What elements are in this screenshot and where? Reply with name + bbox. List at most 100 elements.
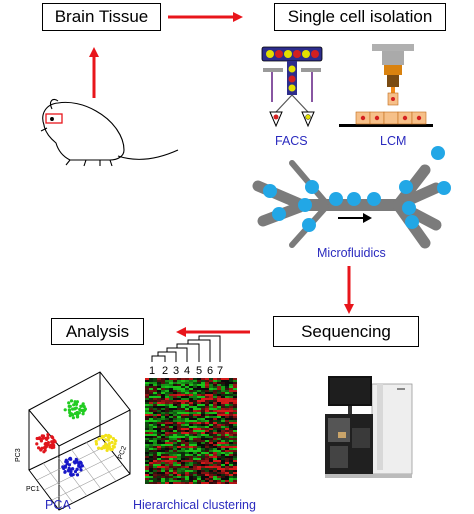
heatmap-cell [213, 478, 217, 480]
heatmap-cell [233, 438, 237, 440]
heatmap-cell [185, 436, 189, 438]
heatmap-cell [197, 420, 201, 422]
heatmap-cell [221, 456, 225, 458]
single-cell-isolation-label: Single cell isolation [287, 7, 433, 26]
heatmap-cell [205, 448, 209, 450]
heatmap-cell [197, 384, 201, 386]
heatmap-cell [157, 396, 161, 398]
heatmap-cell [233, 408, 237, 410]
heatmap-cell [229, 390, 233, 392]
heatmap-cell [165, 382, 169, 384]
heatmap-cell [197, 460, 201, 462]
heatmap-cell [173, 470, 177, 472]
heatmap-cell [221, 446, 225, 448]
heatmap-cell [149, 472, 153, 474]
heatmap-cell [193, 428, 197, 430]
heatmap-cell [233, 382, 237, 384]
heatmap-cell [233, 442, 237, 444]
facs-sorter-icon [261, 46, 323, 128]
heatmap-cell [185, 468, 189, 470]
heatmap-cell [185, 474, 189, 476]
heatmap-cell [157, 458, 161, 460]
heatmap-cell [205, 454, 209, 456]
heatmap-cell [197, 396, 201, 398]
heatmap-cell [153, 394, 157, 396]
heatmap-cell [149, 382, 153, 384]
heatmap-cell [157, 402, 161, 404]
heatmap-cell [193, 402, 197, 404]
heatmap-cell [217, 476, 221, 478]
heatmap-cell [221, 474, 225, 476]
heatmap-cell [185, 464, 189, 466]
heatmap-cell [197, 428, 201, 430]
heatmap-cell [153, 478, 157, 480]
heatmap-cell [161, 470, 165, 472]
pca-point [43, 448, 47, 452]
heatmap-cell [177, 408, 181, 410]
heatmap-cell [149, 396, 153, 398]
pca-point [41, 434, 46, 438]
heatmap-cell [197, 464, 201, 466]
heatmap-cell [233, 446, 237, 448]
heatmap-cell [161, 390, 165, 392]
heatmap-cell [165, 384, 169, 386]
microfluidics-label: Microfluidics [317, 246, 386, 260]
heatmap-cell [201, 410, 205, 412]
heatmap-cell [205, 402, 209, 404]
heatmap-cell [189, 440, 193, 442]
pca-point [67, 469, 71, 473]
heatmap-cell [177, 410, 181, 412]
heatmap-cell [225, 422, 229, 424]
pca-point [62, 466, 66, 471]
heatmap-cell [145, 480, 149, 482]
heatmap-cell [193, 472, 197, 474]
heatmap-cell [177, 386, 181, 388]
heatmap-cell [173, 474, 177, 476]
heatmap-cell [205, 386, 209, 388]
heatmap-cell [177, 378, 181, 380]
heatmap-cell [193, 398, 197, 400]
heatmap-cell [157, 394, 161, 396]
heatmap-cell [225, 442, 229, 444]
heatmap-cell [153, 456, 157, 458]
heatmap-cell [217, 378, 221, 380]
heatmap-cell [229, 430, 233, 432]
heatmap-cell [217, 442, 221, 444]
heatmap-cell [173, 394, 177, 396]
heatmap-cell [193, 386, 197, 388]
heatmap-cell [193, 380, 197, 382]
pca-point [78, 465, 82, 469]
heatmap-cell [209, 382, 213, 384]
heatmap-cell [177, 438, 181, 440]
heatmap-cell [213, 426, 217, 428]
heatmap-cell [185, 386, 189, 388]
heatmap-cell [177, 440, 181, 442]
heatmap-cell [161, 430, 165, 432]
heatmap-cell [165, 452, 169, 454]
heatmap-cell [149, 422, 153, 424]
heatmap-cell [169, 416, 173, 418]
heatmap-cell [157, 378, 161, 380]
heatmap-cell [149, 386, 153, 388]
heatmap-cell [193, 480, 197, 482]
heatmap-cell [233, 454, 237, 456]
heatmap-cell [169, 384, 173, 386]
heatmap-cell [193, 414, 197, 416]
heatmap-cell [197, 436, 201, 438]
pca-point [73, 400, 77, 404]
heatmap-cell [177, 454, 181, 456]
heatmap-cell [181, 416, 185, 418]
heatmap-cell [197, 414, 201, 416]
pca-point [50, 440, 54, 444]
heatmap-cell [157, 476, 161, 478]
heatmap-cell [209, 396, 213, 398]
heatmap-cell [181, 430, 185, 432]
heatmap-cell [225, 444, 229, 446]
heatmap-cell [197, 452, 201, 454]
heatmap-cell [197, 456, 201, 458]
heatmap-cell [177, 394, 181, 396]
heatmap-cell [157, 420, 161, 422]
heatmap-cell [225, 404, 229, 406]
heatmap-cell [173, 460, 177, 462]
heatmap-cell [233, 386, 237, 388]
